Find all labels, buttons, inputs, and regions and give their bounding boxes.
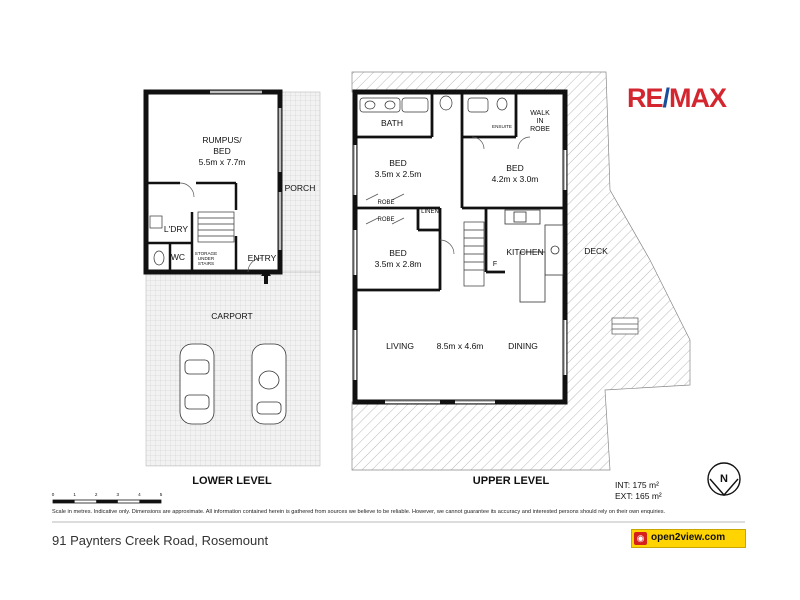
scale-tick-5: 5 <box>160 492 163 497</box>
scale-tick-2: 2 <box>95 492 98 497</box>
label-bed3-dims: 3.5m x 2.8m <box>375 259 422 269</box>
label-entry: ENTRY <box>248 253 277 263</box>
open2view-badge[interactable]: ◉ open2view.com <box>631 529 746 548</box>
scale-tick-3: 3 <box>117 492 120 497</box>
label-bath: BATH <box>381 118 403 128</box>
upper-level-title: UPPER LEVEL <box>473 475 550 487</box>
car-right-icon <box>251 343 287 425</box>
svg-text:N: N <box>720 473 728 485</box>
remax-logo: RE/MAX <box>627 83 727 113</box>
scale-tick-4: 4 <box>138 492 141 497</box>
label-storage-stairs: STAIRS <box>198 261 214 266</box>
upper-stairs <box>463 221 485 287</box>
scale-tick-1: 1 <box>73 492 76 497</box>
label-bed2-dims: 4.2m x 3.0m <box>492 174 539 184</box>
label-wir-robe: ROBE <box>530 126 550 133</box>
label-bed2: BED <box>506 163 523 173</box>
lower-stairs <box>197 211 235 243</box>
label-ensuite: ENSUITE <box>492 124 512 129</box>
label-living-dims: 8.5m x 4.6m <box>437 341 484 351</box>
label-rumpus-bed: BED <box>213 146 230 156</box>
label-bed1: BED <box>389 158 406 168</box>
upper-level: BATH ENSUITE WALK IN ROBE BED 3.5m x 2.5… <box>351 71 691 487</box>
disclaimer: Scale in metres. Indicative only. Dimens… <box>52 509 666 515</box>
upper-walls <box>352 89 568 405</box>
label-linen: LINEN <box>421 209 439 215</box>
internal-area: INT: 175 m² <box>615 480 659 490</box>
lower-level: RUMPUS/ BED 5.5m x 7.7m PORCH L'DRY WC S… <box>143 89 321 487</box>
label-porch: PORCH <box>285 183 316 193</box>
carport-paving <box>145 271 321 467</box>
label-bed1-dims: 3.5m x 2.5m <box>375 169 422 179</box>
label-rumpus-dims: 5.5m x 7.7m <box>199 157 246 167</box>
label-wc: WC <box>171 252 185 262</box>
label-wir-in: IN <box>537 118 544 125</box>
area-summary: INT: 175 m² EXT: 165 m² <box>615 480 662 502</box>
label-rumpus: RUMPUS/ <box>202 135 242 145</box>
label-wir-walk: WALK <box>530 110 550 117</box>
kitchen-benches <box>504 209 564 303</box>
north-compass-icon: N <box>707 462 741 497</box>
label-deck: DECK <box>584 246 608 256</box>
label-robe2: ROBE <box>377 217 394 223</box>
label-robe1: ROBE <box>377 200 394 206</box>
label-storage: STORAGE <box>195 251 217 256</box>
scale-bar: 0 1 2 3 4 5 <box>52 492 163 504</box>
open2view-label: open2view.com <box>651 532 726 543</box>
camera-icon: ◉ <box>634 532 647 545</box>
label-kitchen: KITCHEN <box>506 247 543 257</box>
label-carport: CARPORT <box>211 311 252 321</box>
car-left-icon <box>179 343 215 425</box>
lower-level-title: LOWER LEVEL <box>192 475 272 487</box>
porch-paving <box>279 91 321 273</box>
deck-steps <box>611 317 639 335</box>
label-living: LIVING <box>386 341 414 351</box>
label-fridge: F <box>493 261 497 268</box>
property-address: 91 Paynters Creek Road, Rosemount <box>52 533 269 548</box>
label-laundry: L'DRY <box>164 224 188 234</box>
scale-tick-0: 0 <box>52 492 55 497</box>
label-storage-under: UNDER <box>198 256 215 261</box>
external-area: EXT: 165 m² <box>615 491 662 501</box>
label-bed3: BED <box>389 248 406 258</box>
label-dining: DINING <box>508 341 538 351</box>
